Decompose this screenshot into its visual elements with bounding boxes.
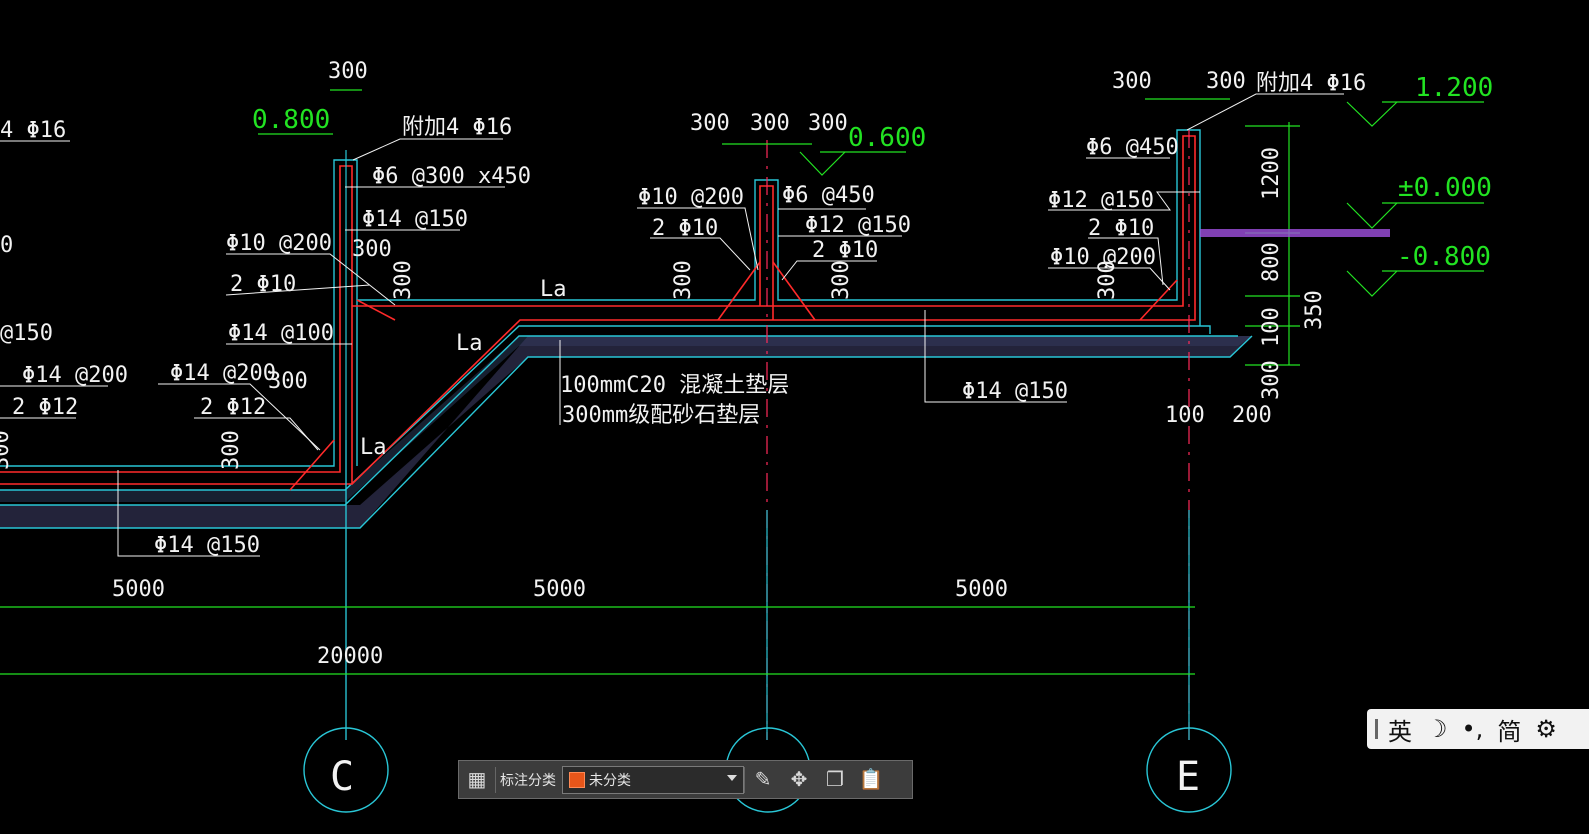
- dim-300: 300: [1206, 69, 1246, 94]
- dim-300: 300: [750, 111, 790, 136]
- grid-apps-icon[interactable]: ▦: [467, 769, 487, 791]
- dim-300: 300: [1112, 69, 1152, 94]
- settings-icon[interactable]: ⚙: [1535, 715, 1557, 743]
- rebar-label: Φ10 @200: [226, 231, 332, 256]
- moon-icon[interactable]: ☽: [1426, 715, 1448, 743]
- rebar-label: 2 Φ10: [1088, 216, 1154, 241]
- gravel-bed-lower: [0, 336, 1252, 528]
- ime-toolbar: 英 ☽ •, 简 ⚙: [1367, 709, 1589, 749]
- rebar-label: Φ12 @150: [805, 213, 911, 238]
- elevation-label: 0.600: [848, 123, 926, 153]
- elevation-label: -0.800: [1397, 242, 1491, 272]
- rebar-label: Φ14 @150: [154, 533, 260, 558]
- dim-300-vertical: 300: [1259, 360, 1284, 400]
- total-dim: 20000: [317, 644, 383, 669]
- category-color-swatch: [569, 771, 585, 788]
- rebar-label: Φ6 @450: [782, 183, 875, 208]
- dim-300: 300: [352, 237, 392, 262]
- dim-100: 100: [1259, 307, 1284, 347]
- rebar-label: Φ14 @150: [362, 207, 468, 232]
- dim-1200: 1200: [1259, 147, 1284, 200]
- dim-300-vertical: 300: [0, 430, 14, 470]
- leader-lines: [0, 93, 1344, 557]
- rebar-label: 2 Φ10: [812, 238, 878, 263]
- elevation-label: ±0.000: [1398, 173, 1492, 203]
- rebar-label: 附加4 Φ16: [1256, 71, 1366, 96]
- axis-bubble-e: [1146, 727, 1232, 813]
- annotation-category-label: 标注分类: [500, 771, 556, 788]
- span-dim: 5000: [955, 577, 1008, 602]
- axis-label-e: E: [1176, 754, 1200, 800]
- note-gravel-bed: 300mm级配砂石垫层: [562, 403, 760, 428]
- axis-bubble-c: [303, 727, 389, 813]
- dim-100: 100: [1165, 403, 1205, 428]
- ground-hatch: [1200, 229, 1390, 237]
- dim-300: 300: [808, 111, 848, 136]
- rebar-label: 2 Φ10: [652, 216, 718, 241]
- toolbar-separator: [744, 766, 745, 793]
- rebar-label: Φ14 @200: [170, 361, 276, 386]
- copy-icon[interactable]: ❐: [826, 769, 844, 791]
- rebar-label: 2 Φ12: [12, 395, 78, 420]
- rebar-label: 4 Φ16: [0, 118, 66, 143]
- dim-300: 300: [328, 59, 368, 84]
- ime-script-toggle[interactable]: 简: [1497, 717, 1522, 746]
- chevron-down-icon: [727, 774, 737, 781]
- dim-200: 200: [1232, 403, 1272, 428]
- span-dim: 5000: [112, 577, 165, 602]
- rebar-label: Φ12 @150: [1048, 188, 1154, 213]
- axis-label-c: C: [330, 754, 354, 800]
- annotation-toolbar: ▦ 标注分类 未分类 ✎ ✥ ❐ 📋: [458, 760, 913, 799]
- rebar-lines: [0, 135, 1196, 491]
- rebar-label: Φ14 @200: [22, 363, 128, 388]
- anchorage-label: La: [540, 277, 567, 302]
- move-icon[interactable]: ✥: [790, 769, 808, 791]
- dimension-lines: [0, 89, 1484, 675]
- dim-300-vertical: 300: [219, 430, 244, 470]
- rebar-label: Φ6 @300 x450: [372, 164, 531, 189]
- dim-300-vertical: 300: [829, 260, 854, 300]
- category-select-value: 未分类: [589, 771, 631, 788]
- rebar-label: Φ14 @150: [962, 379, 1068, 404]
- dim-300-vertical: 300: [391, 260, 416, 300]
- rebar-label: Φ14 @100: [228, 321, 334, 346]
- paste-icon[interactable]: 📋: [858, 769, 884, 791]
- rebar-label: Φ10 @200: [1050, 245, 1156, 270]
- dim-300: 300: [690, 111, 730, 136]
- note-concrete-bed: 100mmC20 混凝土垫层: [560, 373, 789, 398]
- axis-lines: [345, 130, 1190, 740]
- dim-300-vertical: 300: [1095, 260, 1120, 300]
- dim-300-vertical: 300: [671, 260, 696, 300]
- edit-icon[interactable]: ✎: [754, 769, 772, 791]
- span-dim: 5000: [533, 577, 586, 602]
- ime-language-toggle[interactable]: 英: [1388, 717, 1412, 746]
- drag-handle[interactable]: [1375, 719, 1378, 739]
- elevation-label: 1.200: [1415, 73, 1493, 103]
- dim-350: 350: [1302, 290, 1327, 330]
- rebar-label: 2 Φ12: [200, 395, 266, 420]
- rebar-label: 2 Φ10: [230, 272, 296, 297]
- rebar-label: @150: [0, 321, 53, 346]
- rebar-label: 附加4 Φ16: [402, 115, 512, 140]
- ime-punctuation-toggle[interactable]: •,: [1461, 715, 1484, 743]
- rebar-label: Φ6 @450: [1086, 135, 1179, 160]
- rebar-label: Φ10 @200: [638, 185, 744, 210]
- dim-800: 800: [1259, 242, 1284, 282]
- rebar-label: 0: [0, 233, 13, 258]
- anchorage-label: La: [360, 435, 387, 460]
- anchorage-label: La: [456, 331, 483, 356]
- concrete-outline: [0, 129, 1253, 529]
- elevation-label: 0.800: [252, 105, 330, 135]
- toolbar-separator: [495, 766, 496, 793]
- dim-300: 300: [268, 369, 308, 394]
- category-select[interactable]: 未分类: [562, 765, 744, 794]
